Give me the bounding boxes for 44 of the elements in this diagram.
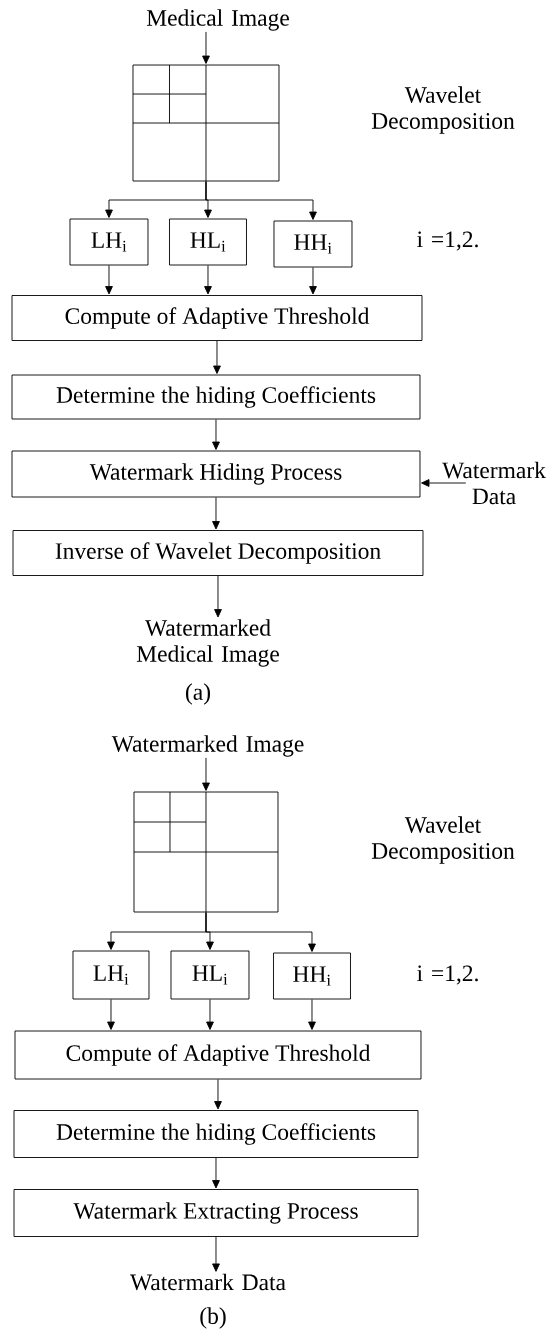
subband-box: LH$_{i}$ bbox=[72, 950, 150, 1000]
arrow bbox=[212, 1236, 220, 1272]
panel-caption: (b) bbox=[200, 1307, 226, 1329]
subband-box: HH$_{i}$ bbox=[273, 952, 351, 1000]
subband-box: LH$_{i}$ bbox=[69, 218, 149, 266]
arrow bbox=[309, 267, 317, 295]
process-box: Determine the hiding Coefficients bbox=[13, 1110, 419, 1158]
flow-text: Watermark Data bbox=[130, 1273, 286, 1291]
arrow bbox=[105, 265, 113, 295]
arrow bbox=[107, 999, 115, 1030]
arrow bbox=[212, 419, 220, 450]
flow-text: Watermarked Image bbox=[111, 735, 304, 757]
arrow bbox=[205, 912, 316, 952]
subband-box: HL$_{i}$ bbox=[170, 950, 250, 1000]
flow-text: Watermark Data bbox=[442, 461, 546, 505]
arrow bbox=[212, 1157, 220, 1189]
arrow bbox=[205, 181, 317, 220]
arrow bbox=[206, 999, 214, 1030]
side-text: Wavelet Decomposition bbox=[371, 86, 515, 134]
process-box: Inverse of Wavelet Decomposition bbox=[12, 530, 424, 576]
arrow bbox=[212, 497, 220, 530]
flow-text: Medical Image bbox=[146, 9, 289, 31]
arrow bbox=[214, 575, 222, 618]
note-text: i =1,2. bbox=[417, 231, 478, 251]
subband-box: HL$_{i}$ bbox=[169, 218, 247, 266]
process-box: Watermark Extracting Process bbox=[13, 1189, 419, 1237]
process-box: Determine the hiding Coefficients bbox=[11, 374, 421, 420]
flow-text: Watermarked Medical Image bbox=[136, 619, 279, 667]
arrow bbox=[308, 999, 316, 1030]
subband-box: HH$_{i}$ bbox=[273, 220, 353, 268]
arrow bbox=[213, 340, 221, 374]
panel-caption: (a) bbox=[186, 683, 210, 705]
side-text: Wavelet Decomposition bbox=[371, 816, 515, 864]
wavelet-grid-drawing bbox=[132, 64, 280, 182]
note-text: i =1,2. bbox=[417, 965, 478, 985]
arrow bbox=[202, 31, 210, 64]
process-box: Compute of Adaptive Threshold bbox=[14, 1030, 422, 1080]
arrow bbox=[421, 479, 467, 487]
arrow bbox=[202, 757, 210, 791]
process-box: Compute of Adaptive Threshold bbox=[11, 295, 423, 341]
arrow bbox=[204, 265, 212, 295]
process-box: Watermark Hiding Process bbox=[11, 450, 421, 498]
arrow bbox=[214, 1079, 222, 1110]
wavelet-grid-drawing bbox=[133, 791, 279, 913]
